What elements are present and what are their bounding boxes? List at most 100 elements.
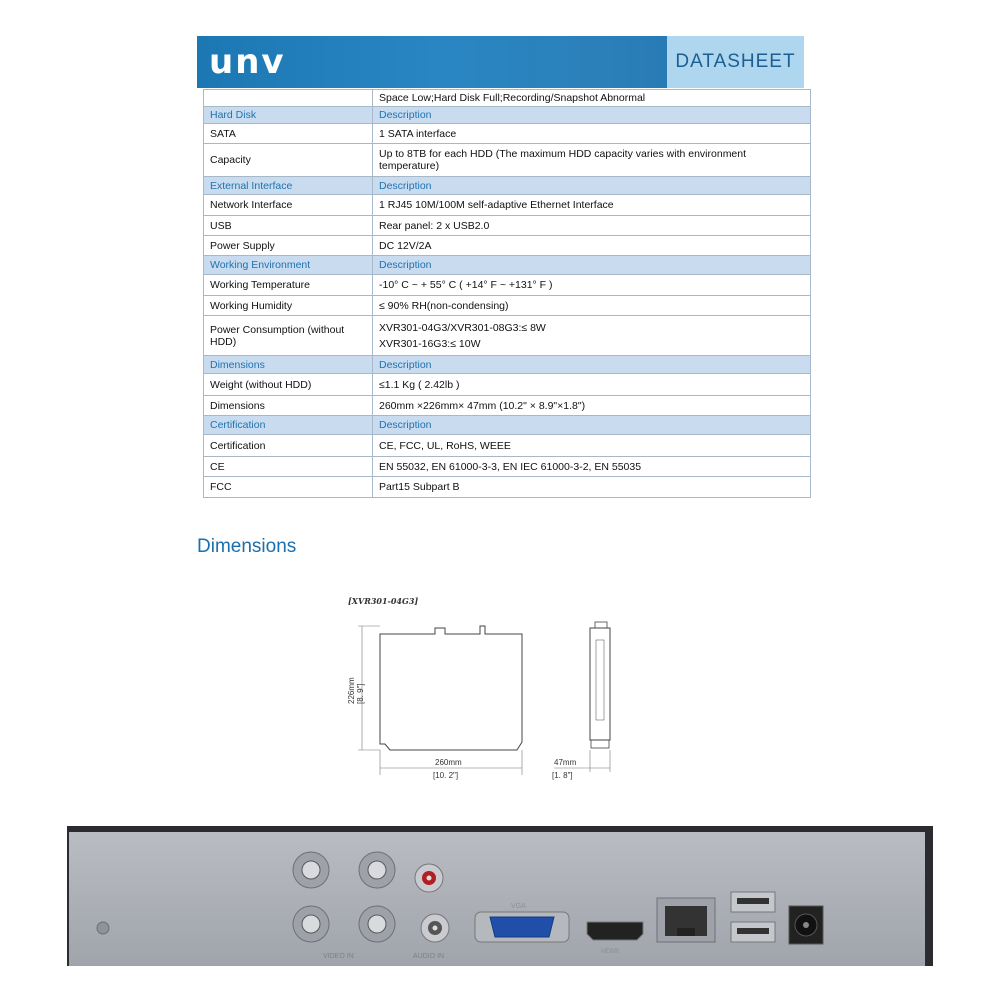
row-label: Working Environment — [203, 255, 373, 275]
row-value: -10° C ~ + 55° C ( +14° F ~ +131° F ) — [372, 274, 811, 296]
unv-logo: unv — [209, 42, 286, 82]
table-section-header: Working Environment Description — [203, 255, 811, 275]
table-section-header: Certification Description — [203, 415, 811, 435]
rear-plate — [69, 832, 925, 966]
row-value-line: XVR301-16G3:≤ 10W — [379, 337, 481, 350]
table-row: Working Temperature-10° C ~ + 55° C ( +1… — [203, 274, 811, 296]
audio-out-port[interactable] — [414, 863, 444, 893]
datasheet-header: unv DATASHEET — [197, 36, 804, 88]
row-label: Capacity — [203, 143, 373, 177]
dimension-drawing: [XVR301-04G3] 226mm [8. 9"] 260mm [10. 2… — [347, 596, 611, 780]
table-row: Dimensions 260mm ×226mm× 47mm (10.2" × 8.… — [203, 395, 811, 416]
audio-in-port[interactable] — [420, 913, 450, 943]
row-value: ≤1.1 Kg ( 2.42lb ) — [372, 373, 811, 396]
side-view-foot — [590, 739, 610, 749]
width-in-label: [10. 2"] — [433, 771, 458, 780]
device-rear-panel: VIDEO IN AUDIO IN VGA HDMI — [67, 826, 933, 966]
row-value-line: -10° C ~ + 55° C ( +14° F ~ +131° F ) — [379, 279, 553, 291]
spec-table: Space Low;Hard Disk Full;Recording/Snaps… — [203, 89, 811, 498]
model-label: [XVR301-04G3] — [348, 596, 418, 606]
vga-label: VGA — [511, 903, 526, 910]
row-value: DC 12V/2A — [372, 235, 811, 256]
row-value: Space Low;Hard Disk Full;Recording/Snaps… — [372, 89, 811, 107]
row-value: Description — [372, 106, 811, 124]
row-label: CE — [203, 456, 373, 477]
vga-port[interactable] — [474, 911, 570, 943]
row-value-line: Description — [379, 358, 432, 371]
dc-power-port[interactable] — [788, 905, 824, 945]
table-row: CE EN 55032, EN 61000-3-3, EN IEC 61000-3… — [203, 456, 811, 477]
row-label: Network Interface — [203, 194, 373, 216]
video-in-port-1[interactable] — [292, 851, 330, 889]
row-value-line: 1 RJ45 10M/100M self-adaptive Ethernet I… — [379, 199, 614, 211]
video-in-label: VIDEO IN — [323, 953, 354, 960]
row-value: Description — [372, 415, 811, 435]
depth-mm-label: 226mm — [347, 677, 356, 704]
row-value: 1 SATA interface — [372, 123, 811, 144]
table-row: Working Humidity≤ 90% RH(non-condensing) — [203, 295, 811, 316]
table-row: SATA 1 SATA interface — [203, 123, 811, 144]
row-value-line: ≤ 90% RH(non-condensing) — [379, 299, 509, 312]
hdmi-port[interactable] — [586, 921, 644, 941]
row-value: XVR301-04G3/XVR301-08G3:≤ 8W XVR301-16G3:… — [372, 315, 811, 356]
width-mm-label: 260mm — [435, 758, 462, 767]
side-view-outline — [589, 627, 611, 741]
row-value: Description — [372, 176, 811, 195]
table-row: USB Rear panel: 2 x USB2.0 — [203, 215, 811, 236]
row-value-line: Description — [379, 109, 432, 121]
usb-port-1[interactable] — [730, 891, 776, 913]
usb-port-2[interactable] — [730, 921, 776, 943]
row-value-line: Up to 8TB for each HDD (The maximum HDD … — [379, 148, 747, 172]
side-view-label-strip — [595, 639, 605, 721]
height-in-label: [1. 8"] — [552, 771, 573, 780]
row-label: USB — [203, 215, 373, 236]
row-value-line: CE, FCC, UL, RoHS, WEEE — [379, 439, 511, 452]
table-row: Network Interface 1 RJ45 10M/100M self-ad… — [203, 194, 811, 216]
row-value-line: XVR301-04G3/XVR301-08G3:≤ 8W — [379, 321, 546, 334]
video-in-port-4[interactable] — [358, 905, 396, 943]
table-row: Weight (without HDD)≤1.1 Kg ( 2.42lb ) — [203, 373, 811, 396]
depth-in-label: [8. 9"] — [356, 683, 365, 704]
row-value-line: Space Low;Hard Disk Full;Recording/Snaps… — [379, 92, 646, 104]
row-label: Power Consumption (without HDD) — [203, 315, 373, 356]
row-label: Power Supply — [203, 235, 373, 256]
ground-screw-icon — [96, 921, 110, 935]
row-value: Description — [372, 255, 811, 275]
row-label — [203, 89, 373, 107]
row-value-line: Description — [379, 259, 432, 271]
row-value-line: 1 SATA interface — [379, 127, 457, 140]
row-value: Rear panel: 2 x USB2.0 — [372, 215, 811, 236]
dimensions-heading: Dimensions — [197, 536, 297, 557]
row-label: Certification — [203, 415, 373, 435]
row-value-line: EN 55032, EN 61000-3-3, EN IEC 61000-3-2… — [379, 460, 642, 473]
video-in-port-3[interactable] — [292, 905, 330, 943]
video-in-port-2[interactable] — [358, 851, 396, 889]
row-value-line: 260mm ×226mm× 47mm (10.2" × 8.9"×1.8") — [379, 399, 586, 412]
row-value: 1 RJ45 10M/100M self-adaptive Ethernet I… — [372, 194, 811, 216]
top-view-outline — [379, 625, 523, 751]
row-value: Description — [372, 355, 811, 374]
row-value-line: Description — [379, 179, 432, 192]
row-value: 260mm ×226mm× 47mm (10.2" × 8.9"×1.8") — [372, 395, 811, 416]
side-view-tab — [594, 621, 608, 629]
table-section-header: External Interface Description — [203, 176, 811, 195]
row-label: Dimensions — [203, 395, 373, 416]
row-label: SATA — [203, 123, 373, 144]
table-row: Space Low;Hard Disk Full;Recording/Snaps… — [203, 89, 811, 107]
row-value: Part15 Subpart B — [372, 476, 811, 498]
row-value-line: ≤1.1 Kg ( 2.42lb ) — [379, 378, 460, 391]
row-value-line: Rear panel: 2 x USB2.0 — [379, 219, 490, 232]
row-value-line: Description — [379, 419, 432, 431]
ethernet-port[interactable] — [656, 897, 716, 943]
row-value: Up to 8TB for each HDD (The maximum HDD … — [372, 143, 811, 177]
row-value: ≤ 90% RH(non-condensing) — [372, 295, 811, 316]
row-label: FCC — [203, 476, 373, 498]
row-label: External Interface — [203, 176, 373, 195]
row-label: Dimensions — [203, 355, 373, 374]
table-row: Power Consumption (without HDD)XVR301-04… — [203, 315, 811, 356]
